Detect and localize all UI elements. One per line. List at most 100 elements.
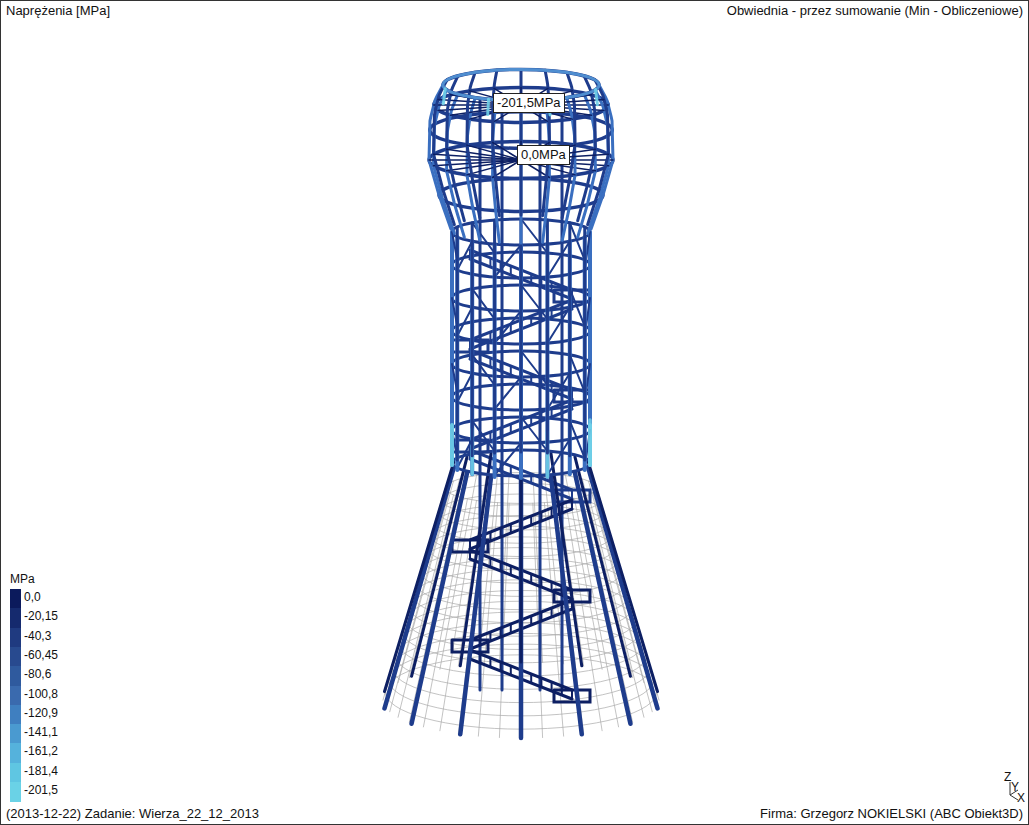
stress-highlight bbox=[486, 99, 490, 114]
deck-spoke bbox=[447, 160, 521, 171]
deck-meridian bbox=[434, 80, 455, 224]
deck-meridian bbox=[520, 69, 523, 215]
stair-tread bbox=[530, 374, 532, 383]
stair-landing bbox=[554, 690, 590, 702]
axis-letter: X bbox=[1017, 791, 1025, 805]
shaft-brace bbox=[472, 421, 494, 451]
shaft-brace bbox=[495, 443, 521, 475]
callout-value: -201,5MPa bbox=[497, 95, 561, 111]
shaft-brace bbox=[457, 241, 472, 270]
stress-callout: -201,5MPa bbox=[493, 93, 565, 113]
stair-tread bbox=[500, 662, 502, 671]
stair-tread bbox=[530, 674, 532, 683]
stair-tread bbox=[530, 616, 532, 625]
stair-tread bbox=[500, 528, 502, 537]
base-leg bbox=[551, 453, 582, 665]
stair-tread bbox=[469, 550, 471, 559]
base-leg bbox=[460, 453, 491, 665]
shaft-brace bbox=[457, 307, 472, 336]
stair-tread bbox=[540, 578, 542, 587]
stair-tread bbox=[561, 504, 563, 513]
stair-tread bbox=[540, 478, 542, 487]
stair-tread bbox=[530, 574, 532, 583]
legend-swatch bbox=[10, 666, 21, 686]
stress-highlight bbox=[443, 89, 445, 104]
shaft-brace bbox=[547, 439, 569, 475]
stair-tread bbox=[540, 612, 542, 621]
legend-value: -120,9 bbox=[24, 704, 58, 723]
shaft-column bbox=[546, 220, 549, 453]
stress-highlight bbox=[588, 420, 592, 465]
stair-tread bbox=[551, 682, 553, 691]
shaft-brace bbox=[521, 285, 547, 319]
legend-value: -161,2 bbox=[24, 742, 58, 761]
shaft-column bbox=[493, 220, 496, 453]
legend-value: -141,1 bbox=[24, 723, 58, 742]
shaft-brace bbox=[495, 377, 521, 409]
mesh-line bbox=[588, 495, 643, 717]
stair-tread bbox=[561, 604, 563, 613]
stair-tread bbox=[551, 608, 553, 617]
deck-meridian bbox=[467, 98, 480, 241]
footer-company: Firma: Grzegorz NOKIELSKI (ABC Obiekt3D) bbox=[760, 806, 1023, 821]
core-column bbox=[501, 100, 504, 690]
deck-meridian bbox=[578, 76, 596, 221]
legend-swatch bbox=[10, 628, 21, 648]
footer-task: (2013-12-22) Zadanie: Wierza_22_12_2013 bbox=[6, 806, 259, 821]
stair-tread bbox=[489, 258, 491, 267]
shaft-brace bbox=[547, 307, 569, 343]
deck-bulb bbox=[429, 69, 613, 243]
shaft-brace bbox=[495, 245, 521, 277]
shaft-brace bbox=[570, 289, 585, 326]
legend-value: -20,15 bbox=[24, 607, 58, 626]
shaft-brace bbox=[472, 355, 494, 385]
legend-value: -181,4 bbox=[24, 762, 58, 781]
mesh-line bbox=[398, 495, 453, 717]
plot-subtitle: Obwiednia - przez sumowanie (Min - Oblic… bbox=[727, 3, 1023, 18]
stair-tread bbox=[510, 266, 512, 275]
base-leg bbox=[588, 462, 657, 691]
shaft-brace bbox=[521, 351, 547, 385]
legend-swatch bbox=[10, 686, 21, 706]
stair-tread bbox=[479, 654, 481, 663]
legend-unit: MPa bbox=[10, 572, 35, 586]
stress-highlight bbox=[450, 425, 454, 465]
legend-value: 0,0 bbox=[24, 588, 41, 607]
stair-tread bbox=[489, 332, 491, 341]
plot-title: Naprężenia [MPa] bbox=[6, 3, 110, 18]
stair-tread bbox=[500, 562, 502, 571]
stair-tread bbox=[510, 624, 512, 633]
legend-swatch bbox=[10, 647, 21, 667]
stair-tread bbox=[530, 516, 532, 525]
shaft-brace bbox=[495, 311, 521, 343]
shaft bbox=[452, 219, 590, 478]
deck-meridian bbox=[588, 80, 609, 224]
base-leg bbox=[520, 452, 523, 662]
stair-tread bbox=[551, 508, 553, 517]
axis-letter: Z bbox=[1004, 770, 1011, 784]
legend-swatch bbox=[10, 589, 21, 609]
legend-swatch bbox=[10, 763, 21, 783]
shaft-brace bbox=[570, 421, 585, 458]
stair-tread bbox=[489, 432, 491, 441]
mesh-line bbox=[582, 479, 632, 678]
legend-swatch bbox=[10, 724, 21, 744]
stair-tread bbox=[500, 362, 502, 371]
base-leg bbox=[385, 468, 454, 709]
base-leg bbox=[412, 457, 468, 676]
base-leg bbox=[385, 462, 454, 691]
base-leg bbox=[551, 477, 582, 735]
shaft-brace bbox=[547, 241, 569, 277]
stress-highlight bbox=[596, 90, 598, 105]
shaft-brace bbox=[547, 373, 569, 409]
shaft-brace bbox=[457, 373, 472, 402]
legend-swatch bbox=[10, 705, 21, 725]
stair-tread bbox=[489, 658, 491, 667]
legend-swatch bbox=[10, 782, 21, 802]
stress-callout: 0,0MPa bbox=[517, 145, 570, 165]
stair-tread bbox=[540, 678, 542, 687]
stair-tread bbox=[510, 666, 512, 675]
legend-value: -60,45 bbox=[24, 646, 58, 665]
legend-value: -80,6 bbox=[24, 665, 51, 684]
